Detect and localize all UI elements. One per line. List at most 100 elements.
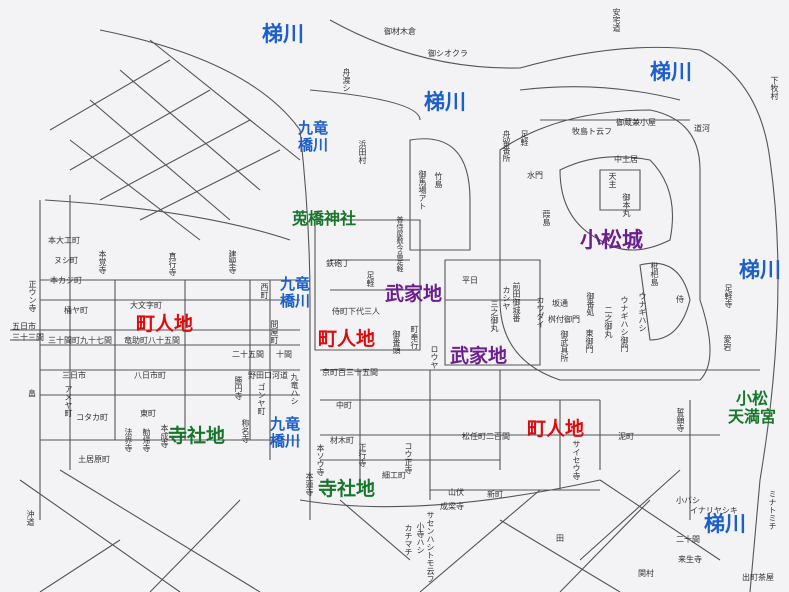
place-label: 愛宕 xyxy=(723,335,732,351)
place-label: 中土居 xyxy=(614,155,638,164)
place-label: 三日市 xyxy=(62,371,86,380)
place-label: ウナギハシ御門 xyxy=(620,296,629,352)
place-label: ロウヤ xyxy=(430,345,439,369)
place-label: 浜田村 xyxy=(358,140,367,164)
place-label: 法界寺 xyxy=(124,428,133,452)
river-label-kakehashi: 梯川 xyxy=(704,512,746,536)
place-label: 関村 xyxy=(638,569,654,578)
place-label: 十間 xyxy=(276,350,292,359)
place-label: 三之御丸 xyxy=(490,300,499,332)
place-label: 御材木倉 xyxy=(384,27,416,36)
tenmangu-line2: 天満宮 xyxy=(728,407,777,427)
place-label: 畠 xyxy=(28,389,36,398)
place-label: 勝円寺 xyxy=(234,376,243,400)
river-label-line1: 九竜 xyxy=(298,119,329,137)
place-label: 鉄砲丁 xyxy=(326,259,350,268)
place-label: コウ正寺 xyxy=(404,442,413,474)
place-label: 安宅道 xyxy=(612,8,621,32)
place-label: 細工町 xyxy=(382,471,406,480)
place-label: 足軽 xyxy=(366,271,375,287)
place-label: カチマチ xyxy=(404,524,413,556)
river-label-kakehashi: 梯川 xyxy=(739,258,781,282)
river-label-kuryubashi: 九竜橋川 xyxy=(280,275,311,311)
river-label-line2: 橋川 xyxy=(298,136,329,155)
place-label: 本大工町 xyxy=(48,236,80,245)
district-jisha: 寺社地 xyxy=(318,478,376,500)
place-label: 二十五間 xyxy=(232,350,264,359)
place-label: 葭島 xyxy=(542,210,551,226)
place-label: 本蓮寺 xyxy=(305,472,314,496)
castle-label: 小松城 xyxy=(580,228,643,252)
place-label: イナリヤシキ xyxy=(690,506,738,515)
place-label: 材木町 xyxy=(330,436,354,445)
place-label: 中町 xyxy=(336,401,352,410)
place-label: 舟留番所 xyxy=(502,130,511,162)
place-label: 二之御丸 xyxy=(604,306,613,338)
river-label-line2: 橋川 xyxy=(280,292,311,311)
place-label: 二十間 xyxy=(676,535,700,544)
place-label: 町奉行 xyxy=(410,325,419,349)
place-label: 足軽寺 xyxy=(724,284,733,308)
place-label: 御番頭 xyxy=(392,330,401,354)
place-label: 本覚寺 xyxy=(98,250,107,274)
place-label: 竹島 xyxy=(434,172,443,188)
place-label: サイセウ寺 xyxy=(572,440,581,480)
place-label: ヌシ町 xyxy=(54,256,78,265)
district-chonin: 町人地 xyxy=(527,418,585,440)
place-label: アメヤ町 xyxy=(64,385,73,417)
place-label: 大文字町 xyxy=(130,301,162,310)
place-label: カシヤ xyxy=(502,286,511,310)
shrine-label: 莵橋神社 xyxy=(292,209,357,228)
tenmangu-line1: 小松 xyxy=(736,389,769,408)
place-label: 八日市町 xyxy=(134,371,166,380)
place-label: 平日 xyxy=(462,276,478,285)
place-label: 西町 xyxy=(260,283,269,299)
place-label: 三十三間 xyxy=(12,333,44,342)
river-label-kakehashi: 梯川 xyxy=(650,60,692,84)
place-label: 正ウン寺 xyxy=(28,280,37,312)
place-label: 坂通 xyxy=(552,299,568,308)
place-label: 勧帰寺 xyxy=(142,428,151,452)
place-label: 御本丸 xyxy=(622,193,631,217)
river-label-line2: 橋川 xyxy=(270,432,301,451)
place-label: 松任町二百間 xyxy=(462,432,510,441)
place-label: 東町 xyxy=(140,409,156,418)
place-label: 沖道 xyxy=(26,510,35,526)
river-label-kuryubashi: 九竜橋川 xyxy=(270,415,301,451)
place-label: コタカ町 xyxy=(76,413,108,422)
place-label: 野田口河道 xyxy=(248,371,288,380)
river-label-kakehashi: 梯川 xyxy=(262,22,304,46)
place-label: 田 xyxy=(556,534,564,543)
place-label: 天主 xyxy=(608,172,617,188)
place-label: 山伏 xyxy=(448,488,464,497)
district-chonin: 町人地 xyxy=(318,328,376,350)
tenmangu-label: 小松天満宮 xyxy=(728,389,777,427)
place-label: 称名寺 xyxy=(241,419,250,443)
place-label: 前田御城番 xyxy=(512,282,521,322)
place-label: 小バシ xyxy=(676,496,700,505)
place-label: カウダイ xyxy=(536,296,545,328)
place-label: 牧島ト云フ xyxy=(572,127,612,136)
place-label: 京町百三十五間 xyxy=(322,368,378,377)
place-label: 成梁寺 xyxy=(440,502,464,511)
place-label: 御シオクラ xyxy=(428,49,468,58)
place-label: 泥町 xyxy=(618,432,634,441)
district-chonin: 町人地 xyxy=(136,313,194,335)
place-label: 東御門 xyxy=(585,329,594,353)
place-label: 建聖寺 xyxy=(228,250,237,274)
place-label: 御蔵兼小屋 xyxy=(616,118,656,127)
river-label-line1: 九竜 xyxy=(270,415,301,433)
place-label: 道河 xyxy=(694,124,710,133)
district-jisha: 寺社地 xyxy=(168,425,226,447)
place-label: 枇杷島 xyxy=(650,262,659,286)
place-label: 御武具所 xyxy=(560,330,569,362)
place-label: 侍 xyxy=(676,295,684,304)
place-label: サセンハシトモ云フ xyxy=(426,511,435,583)
place-label: 来生寺 xyxy=(678,555,702,564)
place-label: 下牧村 xyxy=(770,76,779,100)
place-label: 小寺ハシ xyxy=(416,522,425,554)
place-label: 本成寺 xyxy=(160,424,169,448)
place-label: ミナトミチ xyxy=(768,490,777,530)
